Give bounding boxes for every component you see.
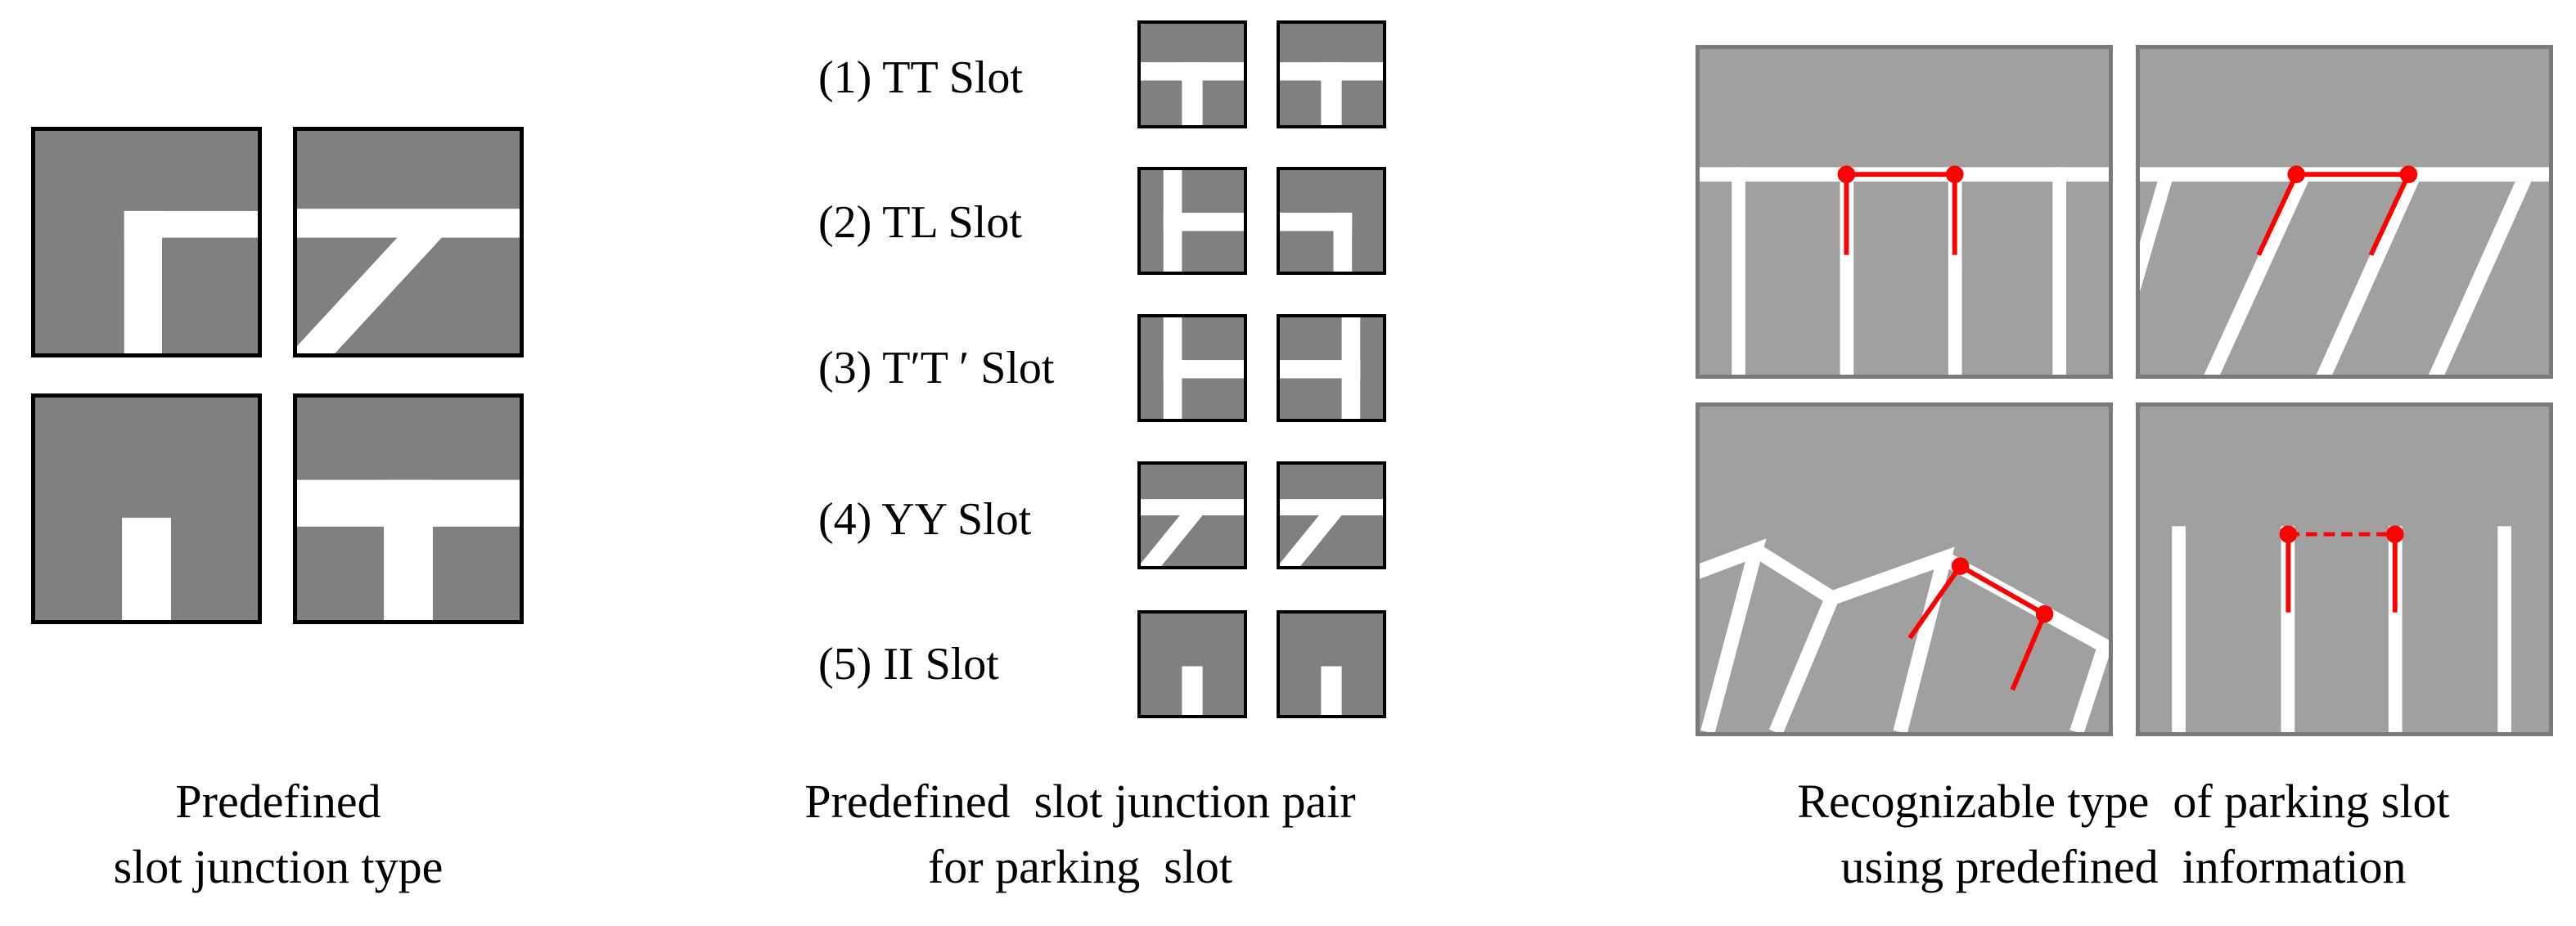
right-caption-line2: using predefined information — [1840, 840, 2407, 893]
junction-type-l-tile — [31, 127, 262, 357]
t-junction-vertical-line — [384, 479, 433, 620]
row-label-tt: (1) TT Slot — [818, 52, 1023, 103]
row-label-yy: (4) YY Slot — [818, 494, 1032, 545]
junction-type-i-tile — [31, 393, 262, 624]
y-junction-horizontal-line — [297, 209, 520, 238]
row-label-tl: (2) TL Slot — [818, 197, 1022, 248]
parallel-junction-markers — [2279, 525, 2404, 613]
tl-slot-left-tile — [1137, 167, 1247, 275]
tt-prime-slot-left-tile — [1137, 314, 1247, 422]
right-caption: Recognizable type of parking slot using … — [1686, 769, 2561, 900]
row-label-ii: (5) II Slot — [818, 639, 999, 690]
ii-slot-right-tile — [1277, 610, 1386, 718]
tt-slot-left-tile — [1137, 20, 1247, 128]
middle-caption: Predefined slot junction pair for parkin… — [736, 769, 1424, 900]
tt-prime-slot-right-tile — [1277, 314, 1386, 422]
tt-slot-right-tile — [1277, 20, 1386, 128]
left-caption-line1: Predefined — [175, 775, 381, 828]
row-label-tt-prime: (3) T′T ′ Slot — [818, 343, 1055, 393]
left-caption-line2: slot junction type — [113, 840, 444, 893]
junction-type-y-tile — [293, 127, 524, 357]
parallel-slot-scene — [2136, 402, 2553, 736]
perpendicular-slot-scene — [1696, 45, 2113, 379]
yy-slot-left-tile — [1137, 461, 1247, 569]
middle-caption-line2: for parking slot — [927, 840, 1233, 893]
l-junction-vertical-line — [124, 210, 163, 353]
diagonal-junction-markers — [1907, 557, 2054, 691]
middle-caption-line1: Predefined slot junction pair — [804, 775, 1356, 828]
slanted-junction-markers — [2256, 165, 2418, 256]
right-caption-line1: Recognizable type of parking slot — [1797, 775, 2450, 828]
i-junction-line — [122, 517, 171, 620]
ii-slot-left-tile — [1137, 610, 1247, 718]
left-caption: Predefined slot junction type — [33, 769, 524, 900]
slanted-slot-scene — [2136, 45, 2553, 379]
y-junction-slanted-line — [297, 237, 442, 353]
perpendicular-junction-markers — [1837, 165, 1964, 255]
junction-type-t-tile — [293, 393, 524, 624]
diagonal-slot-scene — [1696, 402, 2113, 736]
tl-slot-right-tile — [1277, 167, 1386, 275]
yy-slot-right-tile — [1277, 461, 1386, 569]
